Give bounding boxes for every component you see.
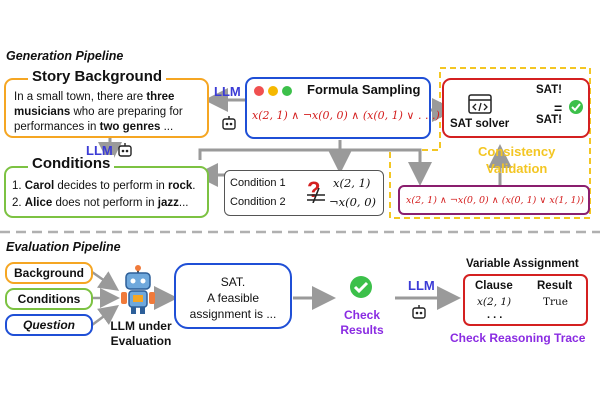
story-line1-bold: three bbox=[146, 91, 175, 103]
condition1-pre: 1. bbox=[12, 180, 25, 192]
robot-icon bbox=[121, 265, 155, 314]
check-reasoning-trace-label: Check Reasoning Trace bbox=[450, 331, 586, 345]
condition1-end: . bbox=[192, 180, 196, 192]
story-text: In a small town, there are three musicia… bbox=[14, 90, 209, 135]
story-line3: performances in bbox=[14, 121, 100, 133]
condition1-name: Carol bbox=[24, 180, 55, 192]
window-dots-icon bbox=[254, 86, 292, 96]
row-ellipsis: . . . bbox=[487, 309, 503, 321]
equality-sign: = bbox=[554, 100, 563, 116]
llm-label-mid: LLM bbox=[86, 143, 113, 158]
model-label-line2: Evaluation bbox=[110, 334, 172, 348]
condition2-label: Condition 2 bbox=[230, 196, 286, 208]
condition2-mid: does not perform in bbox=[52, 197, 158, 209]
formula-sampling-title: Formula Sampling bbox=[307, 82, 421, 97]
condition-mapping-box: Condition 1 Condition 2 x(2, 1) ¬x(0, 0)… bbox=[224, 170, 384, 216]
response-line3: assignment is ... bbox=[189, 307, 277, 321]
sat-result-2: SAT! bbox=[536, 114, 562, 126]
chip-icon bbox=[118, 143, 132, 157]
response-line2: A feasible bbox=[206, 291, 260, 305]
check-results-line1: Check bbox=[343, 308, 381, 322]
condition2-name: Alice bbox=[24, 197, 53, 209]
model-response-bubble: SAT. A feasible assignment is ... bbox=[174, 263, 292, 329]
full-formula-box: x(2, 1) ∧ ¬x(0, 0) ∧ (x(0, 1) ∨ x(1, 1)) bbox=[398, 185, 590, 215]
story-line2-bold: musicians bbox=[14, 106, 71, 118]
story-line3-end: ... bbox=[160, 121, 174, 133]
full-formula: x(2, 1) ∧ ¬x(0, 0) ∧ (x(0, 1) ∨ x(1, 1)) bbox=[406, 195, 584, 206]
conditions-title: Conditions bbox=[28, 155, 115, 172]
row-result: True bbox=[543, 296, 568, 308]
sat-solver-label: SAT solver bbox=[450, 118, 510, 130]
consistency-region bbox=[389, 67, 591, 219]
condition1-label: Condition 1 bbox=[230, 177, 286, 189]
sat-solver-box: SAT solver SAT! SAT! = bbox=[442, 78, 590, 138]
code-window-icon bbox=[468, 94, 492, 114]
equivalence-icon bbox=[307, 187, 325, 203]
condition2-obj: jazz bbox=[157, 197, 179, 209]
row-clause: x(2, 1) bbox=[477, 296, 512, 308]
story-line1: In a small town, there are bbox=[14, 91, 147, 103]
condition1-obj: rock bbox=[167, 180, 193, 192]
checkmark-icon bbox=[350, 276, 372, 298]
formula-sampling-box: Formula Sampling x(2, 1) ∧ ¬x(0, 0) ∧ (x… bbox=[245, 77, 440, 139]
response-line1: SAT. bbox=[220, 275, 246, 289]
consistency-line2: Validation bbox=[485, 161, 548, 176]
generation-section-title: Generation Pipeline bbox=[6, 49, 124, 63]
variable-assignment-title: Variable Assignment bbox=[466, 258, 579, 270]
column-result: Result bbox=[537, 280, 573, 292]
sat-result-1: SAT! bbox=[536, 84, 562, 96]
input-question: Question bbox=[5, 314, 93, 336]
conditions-box: 1. Carol decides to perform in rock. 2. … bbox=[4, 166, 209, 218]
check-results-line2: Results bbox=[340, 323, 384, 337]
condition2-end: ... bbox=[178, 197, 189, 209]
llm-label-eval: LLM bbox=[408, 278, 435, 293]
chip-icon bbox=[222, 116, 236, 130]
consistency-line1: Consistency bbox=[478, 144, 556, 159]
check-results-label: Check Results bbox=[334, 308, 390, 338]
sampled-formula: x(2, 1) ∧ ¬x(0, 0) ∧ (x(0, 1) ∨ . . .) bbox=[252, 109, 440, 122]
condition-item-1: 1. Carol decides to perform in rock. bbox=[12, 178, 195, 195]
input-conditions: Conditions bbox=[5, 288, 93, 310]
llm-under-evaluation-label: LLM under Evaluation bbox=[110, 319, 172, 349]
story-background-box: In a small town, there are three musicia… bbox=[4, 78, 209, 138]
conditions-list: 1. Carol decides to perform in rock. 2. … bbox=[12, 178, 195, 212]
condition2-pre: 2. bbox=[12, 197, 25, 209]
condition2-formula: ¬x(0, 0) bbox=[329, 195, 377, 209]
consistency-validation-label: Consistency Validation bbox=[478, 143, 555, 177]
llm-label-top: LLM bbox=[214, 84, 241, 99]
variable-assignment-table: Clause Result x(2, 1) True . . . bbox=[463, 274, 588, 326]
input-background: Background bbox=[5, 262, 93, 284]
checkmark-icon bbox=[569, 100, 583, 114]
response-text: SAT. A feasible assignment is ... bbox=[176, 274, 290, 322]
story-line3-bold: two genres bbox=[99, 121, 161, 133]
model-label-line1: LLM under bbox=[110, 319, 172, 333]
story-background-title: Story Background bbox=[28, 68, 167, 85]
condition1-formula: x(2, 1) bbox=[333, 176, 371, 190]
chip-icon bbox=[412, 305, 426, 319]
evaluation-section-title: Evaluation Pipeline bbox=[6, 240, 121, 254]
column-clause: Clause bbox=[475, 280, 513, 292]
condition1-mid: decides to perform in bbox=[54, 180, 168, 192]
story-line2: who are preparing for bbox=[70, 106, 183, 118]
condition-item-2: 2. Alice does not perform in jazz... bbox=[12, 195, 195, 212]
